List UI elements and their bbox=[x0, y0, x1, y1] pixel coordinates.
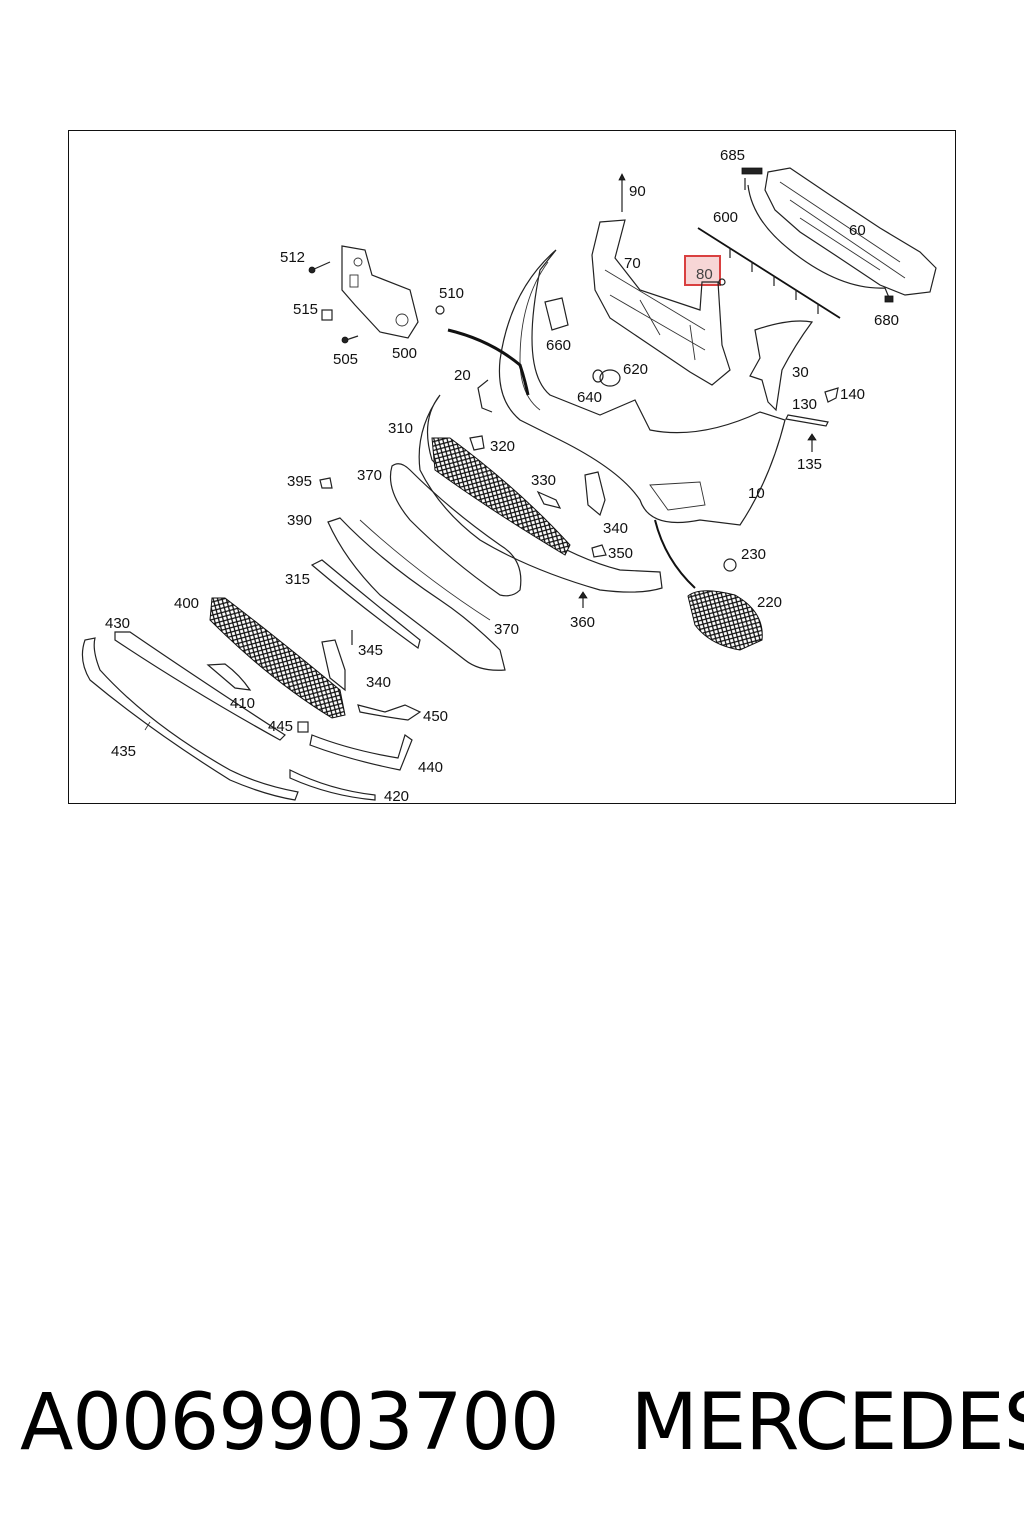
callout-440[interactable]: 440 bbox=[418, 759, 443, 776]
callout-505[interactable]: 505 bbox=[333, 351, 358, 368]
part-20-bracket bbox=[477, 379, 493, 413]
callout-620[interactable]: 620 bbox=[623, 361, 648, 378]
part-350-clip bbox=[591, 544, 607, 558]
callout-140[interactable]: 140 bbox=[840, 386, 865, 403]
part-450-strip bbox=[357, 704, 422, 721]
callout-350[interactable]: 350 bbox=[608, 545, 633, 562]
callout-80[interactable]: 80 bbox=[696, 266, 713, 283]
callout-340b[interactable]: 340 bbox=[366, 674, 391, 691]
part-430-strip bbox=[114, 631, 286, 741]
part-515-nut bbox=[321, 309, 333, 321]
part-320-clip bbox=[469, 435, 485, 451]
highlight-box bbox=[684, 255, 721, 286]
callout-500[interactable]: 500 bbox=[392, 345, 417, 362]
part-135-pin bbox=[807, 433, 817, 452]
part-685-bolt bbox=[741, 167, 763, 190]
callout-345[interactable]: 345 bbox=[358, 642, 383, 659]
part-370-frame bbox=[389, 463, 522, 597]
part-512-screw bbox=[308, 261, 331, 274]
part-90-pin bbox=[618, 173, 626, 212]
part-60-absorber bbox=[764, 167, 937, 296]
callout-315[interactable]: 315 bbox=[285, 571, 310, 588]
callout-330[interactable]: 330 bbox=[531, 472, 556, 489]
callout-370[interactable]: 370 bbox=[357, 467, 382, 484]
part-620-640-sensors bbox=[592, 369, 621, 387]
callout-60[interactable]: 60 bbox=[849, 222, 866, 239]
part-number: A0069903700 bbox=[20, 1378, 560, 1468]
part-390-trim bbox=[327, 517, 506, 671]
part-435-spoiler bbox=[81, 637, 299, 801]
callout-30[interactable]: 30 bbox=[792, 364, 809, 381]
part-330-trim bbox=[536, 490, 562, 509]
part-80-clip bbox=[718, 278, 726, 286]
callout-10[interactable]: 10 bbox=[748, 485, 765, 502]
part-600-sensor-strip bbox=[697, 227, 841, 319]
callout-320[interactable]: 320 bbox=[490, 438, 515, 455]
callout-600[interactable]: 600 bbox=[713, 209, 738, 226]
callout-515[interactable]: 515 bbox=[293, 301, 318, 318]
callout-135[interactable]: 135 bbox=[797, 456, 822, 473]
part-660-module bbox=[544, 297, 569, 331]
callout-510[interactable]: 510 bbox=[439, 285, 464, 302]
part-510-clip bbox=[435, 305, 445, 315]
part-440-trim bbox=[309, 734, 413, 771]
callout-395[interactable]: 395 bbox=[287, 473, 312, 490]
callout-220[interactable]: 220 bbox=[757, 594, 782, 611]
callout-450[interactable]: 450 bbox=[423, 708, 448, 725]
callout-512[interactable]: 512 bbox=[280, 249, 305, 266]
callout-680[interactable]: 680 bbox=[874, 312, 899, 329]
caption: A0069903700 MERCEDES bbox=[20, 1368, 1024, 1478]
brand-name: MERCEDES bbox=[630, 1378, 1024, 1468]
part-220-fog-grille bbox=[654, 519, 763, 651]
callout-20[interactable]: 20 bbox=[454, 367, 471, 384]
part-505-screw bbox=[341, 335, 359, 344]
part-140-clip bbox=[824, 387, 839, 403]
callout-370b[interactable]: 370 bbox=[494, 621, 519, 638]
callout-420[interactable]: 420 bbox=[384, 788, 409, 805]
callout-310[interactable]: 310 bbox=[388, 420, 413, 437]
part-315-strip bbox=[310, 559, 421, 650]
part-310-grille-mesh bbox=[431, 437, 571, 556]
part-30-bracket bbox=[749, 320, 814, 412]
diagram-frame bbox=[68, 130, 956, 804]
callout-labels: 685 90 600 60 70 80 512 510 515 505 500 … bbox=[105, 147, 899, 805]
callout-430[interactable]: 430 bbox=[105, 615, 130, 632]
part-410-trim bbox=[206, 663, 252, 691]
callout-230[interactable]: 230 bbox=[741, 546, 766, 563]
part-340b-bracket bbox=[321, 639, 346, 692]
callout-640[interactable]: 640 bbox=[577, 389, 602, 406]
part-420-strip bbox=[289, 769, 376, 801]
part-395-clip bbox=[319, 477, 333, 489]
callout-685[interactable]: 685 bbox=[720, 147, 745, 164]
callout-400[interactable]: 400 bbox=[174, 595, 199, 612]
part-680-harness bbox=[747, 184, 894, 303]
harness-cable bbox=[447, 328, 530, 396]
part-500-plate-holder bbox=[341, 245, 419, 339]
callout-410[interactable]: 410 bbox=[230, 695, 255, 712]
callout-390[interactable]: 390 bbox=[287, 512, 312, 529]
callout-660[interactable]: 660 bbox=[546, 337, 571, 354]
callout-435[interactable]: 435 bbox=[111, 743, 136, 760]
callout-90[interactable]: 90 bbox=[629, 183, 646, 200]
callout-360[interactable]: 360 bbox=[570, 614, 595, 631]
callout-70[interactable]: 70 bbox=[624, 255, 641, 272]
callout-445[interactable]: 445 bbox=[268, 718, 293, 735]
part-230-sensor bbox=[723, 558, 737, 572]
callout-340[interactable]: 340 bbox=[603, 520, 628, 537]
callout-130[interactable]: 130 bbox=[792, 396, 817, 413]
part-445-clip bbox=[297, 721, 309, 733]
part-400-lower-grille bbox=[209, 597, 346, 719]
part-130-strip bbox=[785, 414, 829, 427]
part-340-bracket bbox=[584, 471, 606, 517]
part-360-pin bbox=[578, 591, 588, 608]
part-10-bumper-cover bbox=[498, 249, 786, 526]
part-70-carrier bbox=[591, 219, 731, 386]
